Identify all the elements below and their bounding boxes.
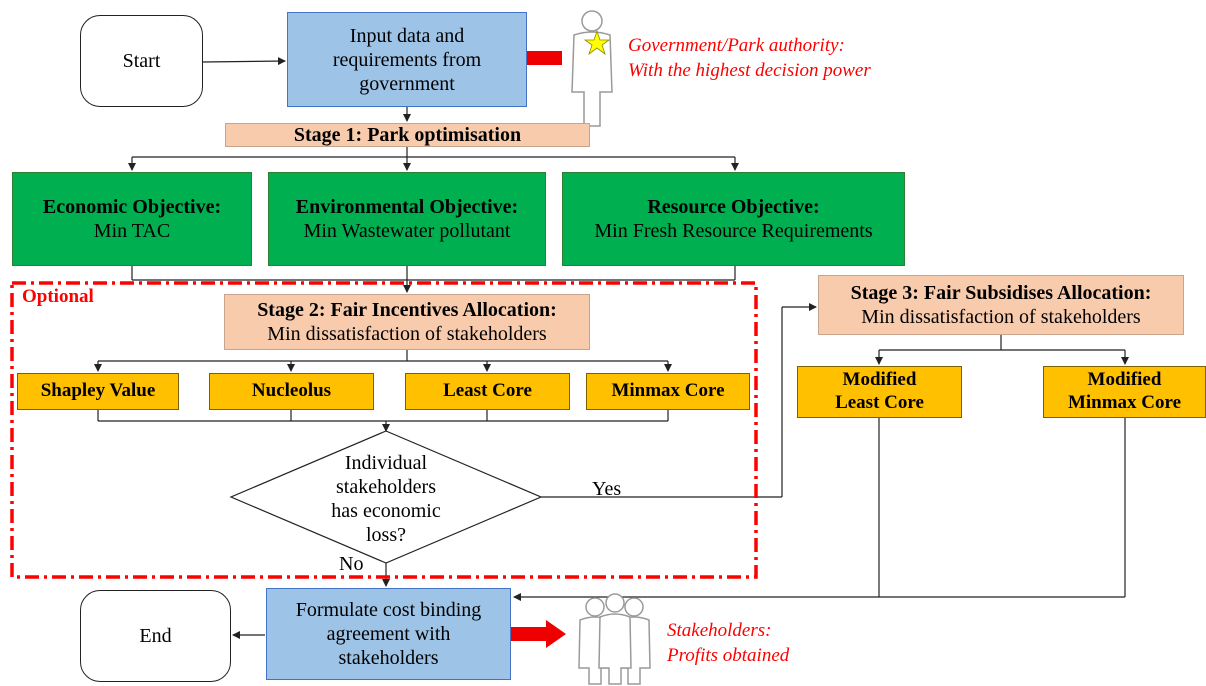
- stage3-title: Stage 3: Fair Subsidises Allocation:: [850, 282, 1152, 304]
- stage1-title: Stage 1: Park optimisation: [293, 124, 522, 146]
- formulate-line-1: Formulate cost binding: [295, 599, 482, 621]
- optional-label: Optional: [22, 286, 94, 307]
- method-shapley-value: Shapley Value: [17, 373, 179, 410]
- resource-objective-box: Resource Objective: Min Fresh Resource R…: [562, 172, 905, 266]
- modified-least-core-line-1: Modified: [842, 369, 917, 391]
- decision-line-4: loss?: [366, 524, 406, 546]
- start-label: Start: [122, 50, 161, 72]
- no-label: No: [339, 553, 364, 575]
- stage1-box: Stage 1: Park optimisation: [225, 123, 590, 147]
- stage2-title: Stage 2: Fair Incentives Allocation:: [257, 299, 557, 321]
- optional-region: [10, 281, 758, 579]
- method-least-core: Least Core: [405, 373, 570, 410]
- person-with-star-icon: [571, 10, 613, 127]
- modified-minmax-core-line-2: Minmax Core: [1067, 392, 1182, 413]
- government-annotation: Government/Park authority: With the high…: [628, 34, 871, 83]
- decision-question: Individual stakeholders has economic los…: [306, 451, 466, 547]
- stakeholders-annotation: Stakeholders: Profits obtained: [667, 619, 789, 668]
- method-least-core-label: Least Core: [443, 380, 532, 402]
- resource-objective-detail: Min Fresh Resource Requirements: [594, 220, 873, 242]
- red-arrow-right-icon: [510, 620, 566, 648]
- government-annotation-line-2: With the highest decision power: [628, 59, 871, 81]
- decision-diamond: [229, 430, 543, 564]
- decision-line-2: stakeholders: [336, 476, 436, 498]
- economic-objective-title: Economic Objective:: [42, 196, 222, 218]
- end-terminal: End: [80, 590, 231, 682]
- modified-minmax-core-box: Modified Minmax Core: [1043, 366, 1206, 418]
- method-minmax-core-label: Minmax Core: [611, 380, 725, 402]
- stage3-detail: Min dissatisfaction of stakeholders: [861, 306, 1141, 328]
- start-terminal: Start: [80, 15, 203, 107]
- decision-line-3: has economic: [331, 500, 441, 522]
- stakeholders-annotation-line-2: Profits obtained: [667, 644, 790, 666]
- formulate-line-2: agreement with: [326, 623, 451, 645]
- formulate-line-3: stakeholders: [338, 647, 439, 669]
- environmental-objective-detail: Min Wastewater pollutant: [303, 220, 511, 242]
- decision-line-1: Individual: [344, 452, 428, 474]
- method-nucleolus-label: Nucleolus: [251, 380, 332, 402]
- environmental-objective-box: Environmental Objective: Min Wastewater …: [268, 172, 546, 266]
- government-annotation-line-1: Government/Park authority:: [628, 35, 845, 56]
- modified-minmax-core-line-1: Modified: [1087, 369, 1162, 391]
- stage3-box: Stage 3: Fair Subsidises Allocation: Min…: [818, 275, 1184, 335]
- stage2-box: Stage 2: Fair Incentives Allocation: Min…: [224, 294, 590, 350]
- economic-objective-detail: Min TAC: [93, 220, 171, 242]
- group-of-people-icon: [578, 593, 651, 685]
- input-line-1: Input data and: [349, 24, 465, 47]
- economic-objective-box: Economic Objective: Min TAC: [12, 172, 252, 266]
- stakeholders-annotation-line-1: Stakeholders:: [667, 620, 772, 641]
- method-nucleolus: Nucleolus: [209, 373, 374, 410]
- modified-least-core-box: Modified Least Core: [797, 366, 962, 418]
- input-line-2: requirements from: [332, 48, 482, 71]
- input-line-3: government: [359, 72, 455, 95]
- end-label: End: [139, 625, 172, 647]
- environmental-objective-title: Environmental Objective:: [295, 196, 519, 218]
- formulate-agreement-box: Formulate cost binding agreement with st…: [266, 588, 511, 680]
- modified-least-core-line-2: Least Core: [835, 392, 924, 413]
- method-minmax-core: Minmax Core: [586, 373, 750, 410]
- yes-label: Yes: [592, 478, 622, 500]
- method-shapley-value-label: Shapley Value: [40, 380, 156, 402]
- input-data-box: Input data and requirements from governm…: [287, 12, 527, 107]
- resource-objective-title: Resource Objective:: [647, 196, 820, 218]
- stage2-detail: Min dissatisfaction of stakeholders: [267, 323, 547, 345]
